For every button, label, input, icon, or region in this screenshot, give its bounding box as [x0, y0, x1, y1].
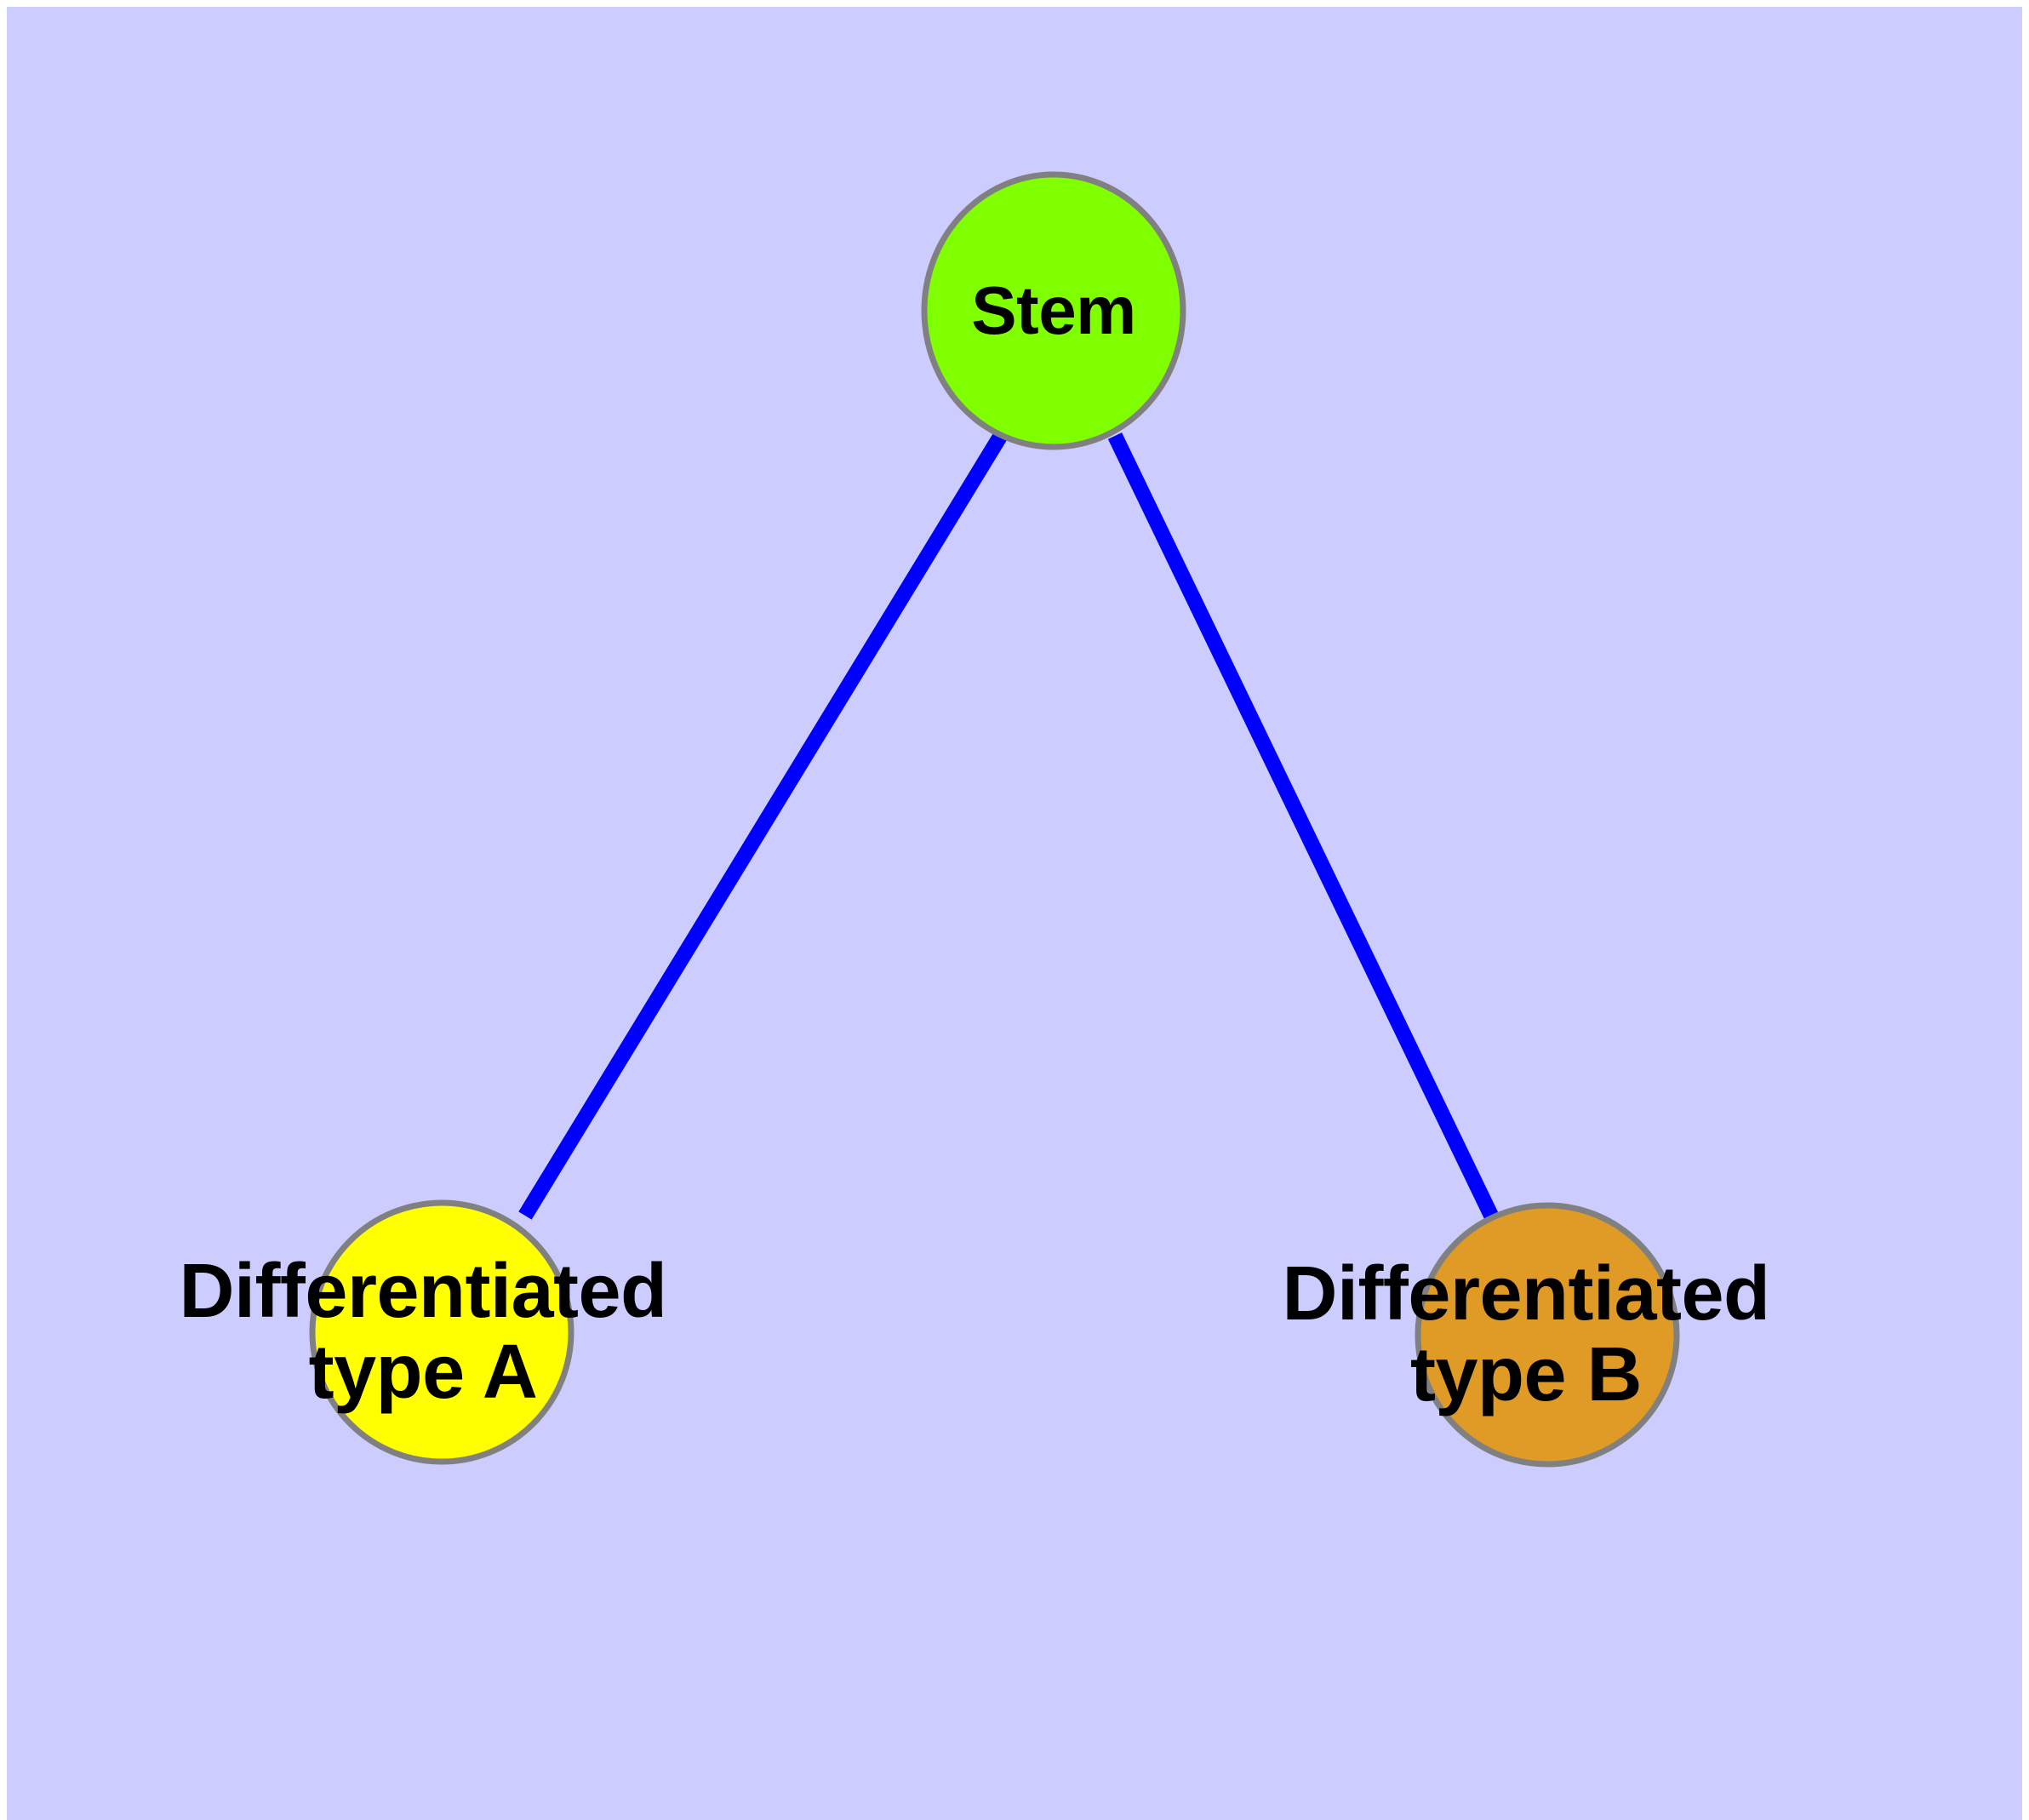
node-stem[interactable] [921, 171, 1186, 450]
edge-layer [518, 428, 1501, 1224]
edge-stem-to-differentiated-type-a [518, 428, 1009, 1220]
node-layer [309, 171, 1680, 1468]
node-label-stem: Stem [971, 272, 1136, 348]
node-differentiated-type-b[interactable] [1415, 1202, 1680, 1468]
edge-stem-to-differentiated-type-b [1107, 432, 1501, 1224]
node-differentiated-type-a[interactable] [309, 1199, 574, 1465]
node-label-differentiated-type-b: Differentiated type B [1282, 1251, 1770, 1417]
node-label-differentiated-type-a: Differentiated type A [179, 1248, 667, 1415]
